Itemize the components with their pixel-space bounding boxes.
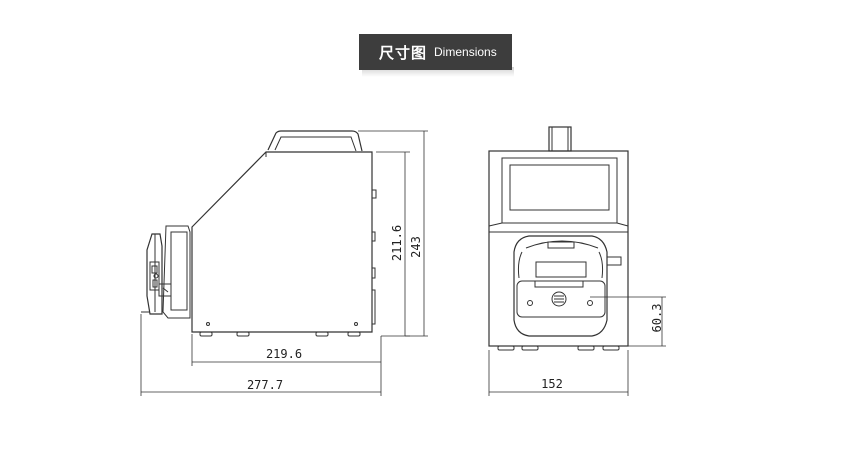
dim-front-pump-height: 60.3 [650, 304, 664, 333]
front-dimension-lines [488, 296, 666, 396]
front-view [488, 126, 629, 351]
side-dimension-lines [140, 130, 428, 396]
title-english: Dimensions [434, 45, 497, 59]
dim-front-width: 152 [541, 377, 563, 391]
title-chinese: 尺寸图 [379, 43, 428, 62]
side-view [141, 130, 377, 337]
dim-side-base-length: 219.6 [266, 347, 302, 361]
title-bar: 尺寸图 Dimensions [359, 34, 512, 70]
dim-side-total-length: 277.7 [247, 378, 283, 392]
title-bar-shadow [362, 67, 514, 77]
dim-side-body-height: 211.6 [390, 225, 404, 261]
dim-side-total-height: 243 [409, 236, 423, 258]
